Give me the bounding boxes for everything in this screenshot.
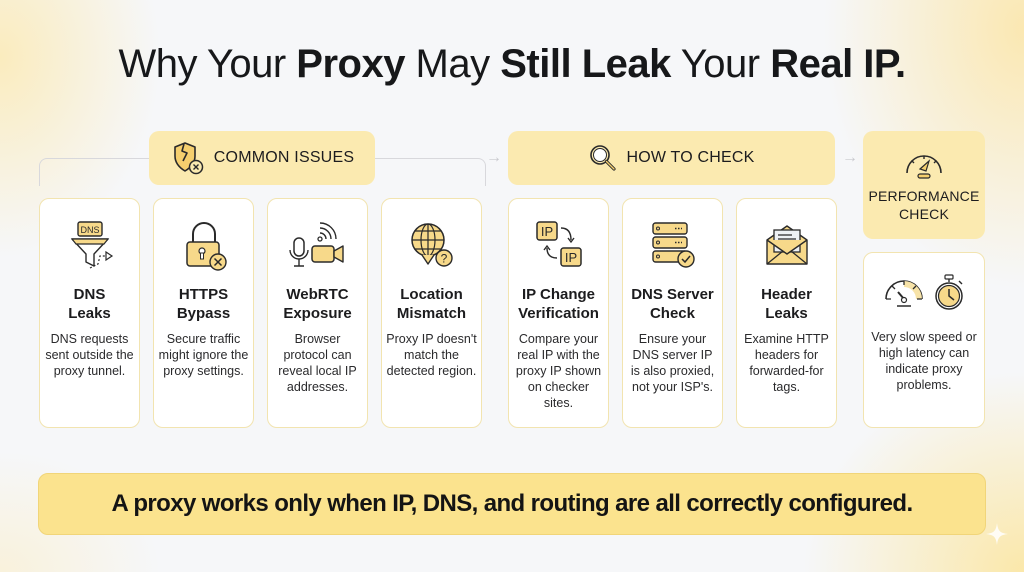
card-title: Mismatch xyxy=(396,305,467,322)
section-label: HOW TO CHECK xyxy=(626,149,755,166)
sparkle-icon xyxy=(986,523,1008,545)
dns-funnel-icon: DNS xyxy=(70,221,113,269)
card-title: Location xyxy=(400,286,463,303)
card-title: Exposure xyxy=(283,305,352,322)
title-part: Still Leak xyxy=(500,42,671,86)
envelope-icon xyxy=(765,225,808,265)
card-description: Browser protocol can reveal local IP add… xyxy=(278,332,357,394)
title-part: Why Your xyxy=(118,42,297,86)
card-description: Examine HTTP headers for forwarded-for t… xyxy=(744,332,829,394)
card-title: Header xyxy=(761,286,812,303)
magnifier-icon xyxy=(590,145,617,171)
card-title: IP Change xyxy=(521,286,596,303)
section-how-to-check: HOW TO CHECK xyxy=(508,131,835,185)
card-title: Leaks xyxy=(68,305,111,322)
arrow-right-icon: → xyxy=(486,149,502,166)
gauge-icon xyxy=(885,280,923,307)
svg-text:?: ? xyxy=(440,252,447,266)
card-title: Check xyxy=(649,305,695,322)
card-description: Very slow speed or high latency can indi… xyxy=(871,330,977,392)
section-common-issues: COMMON ISSUES xyxy=(149,131,375,185)
ip-swap-icon: IP IP xyxy=(535,221,582,267)
mic-camera-icon xyxy=(288,222,344,267)
title-part: May xyxy=(404,42,501,86)
card-dns-leaks: DNS DNS Leaks DNS requests sent outside t… xyxy=(39,198,140,428)
stopwatch-icon xyxy=(935,274,963,310)
arrow-right-icon: → xyxy=(842,149,858,166)
speedometer-icon xyxy=(906,155,942,179)
ip-icon-text: IP xyxy=(540,224,552,239)
card-title: Bypass xyxy=(176,305,231,322)
padlock-x-icon xyxy=(185,222,227,271)
bracket-connector xyxy=(375,158,486,186)
section-label: COMMON ISSUES xyxy=(213,149,355,166)
title-part: Real IP xyxy=(770,42,895,86)
card-description: Compare your real IP with the proxy IP s… xyxy=(515,332,602,410)
dns-icon-text: DNS xyxy=(80,225,99,235)
card-description: Proxy IP doesn't match the detected regi… xyxy=(386,332,477,378)
card-description: DNS requests sent outside the proxy tunn… xyxy=(45,332,134,378)
server-check-icon xyxy=(651,222,695,268)
globe-question-icon: ? xyxy=(410,223,453,267)
banner-text: A proxy works only when IP, DNS, and rou… xyxy=(111,490,913,517)
card-title: DNS xyxy=(73,286,106,303)
section-label-line1: PERFORMANCE xyxy=(868,188,980,204)
page-title: Why Your Proxy May Still Leak Your Real … xyxy=(0,42,1024,87)
card-title: DNS Server xyxy=(631,286,714,303)
card-performance: Very slow speed or high latency can indi… xyxy=(863,252,985,428)
broken-shield-icon xyxy=(173,142,204,175)
summary-banner: A proxy works only when IP, DNS, and rou… xyxy=(38,473,986,535)
card-webrtc-exposure: WebRTC Exposure Browser protocol can reve… xyxy=(267,198,368,428)
card-description: Ensure your DNS server IP is also proxie… xyxy=(630,332,715,394)
card-title: HTTPS xyxy=(178,286,229,303)
bracket-connector xyxy=(39,158,149,186)
section-performance-check: PERFORMANCE CHECK xyxy=(863,131,985,239)
card-https-bypass: HTTPS Bypass Secure traffic might ignore … xyxy=(153,198,254,428)
card-title: Verification xyxy=(518,305,599,322)
card-description: Secure traffic might ignore the proxy se… xyxy=(158,332,249,378)
title-part: Your xyxy=(670,42,771,86)
section-label-line2: CHECK xyxy=(898,206,949,222)
title-part: . xyxy=(894,42,906,86)
ip-icon-text: IP xyxy=(564,250,576,265)
card-title: WebRTC xyxy=(286,286,349,303)
title-part: Proxy xyxy=(296,42,405,86)
card-title: Leaks xyxy=(765,305,808,322)
